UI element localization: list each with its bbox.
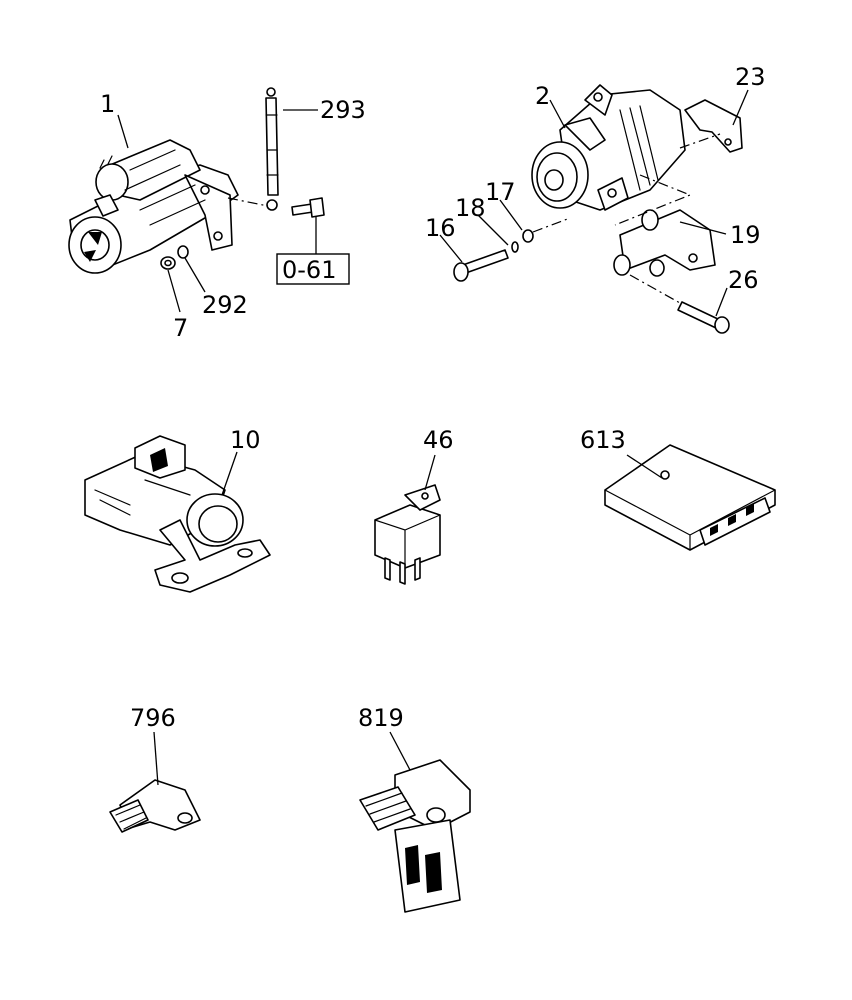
callout-19: 19 — [730, 221, 761, 249]
alternator — [531, 84, 686, 211]
callout-23: 23 — [735, 63, 766, 91]
battery-cable-293 — [265, 87, 279, 211]
spring-washer-18 — [511, 241, 519, 253]
bracket-23 — [684, 99, 743, 153]
callout-1: 1 — [100, 90, 115, 118]
callout-292: 292 — [202, 291, 248, 319]
callout-613: 613 — [580, 426, 626, 454]
callout-16: 16 — [425, 214, 456, 242]
callout-18: 18 — [455, 194, 486, 222]
callout-2: 2 — [535, 82, 550, 110]
starter-motor — [68, 139, 239, 274]
reference-box-0-61 — [276, 253, 350, 285]
callout-293: 293 — [320, 96, 366, 124]
callout-0-61: 0-61 — [282, 256, 336, 284]
bolt-0-61 — [291, 197, 325, 218]
washer-292 — [177, 245, 189, 259]
callout-796: 796 — [130, 704, 176, 732]
nut-7 — [160, 256, 176, 270]
relay-46 — [374, 484, 441, 585]
callout-7: 7 — [173, 314, 188, 342]
callout-17: 17 — [485, 178, 516, 206]
callout-26: 26 — [728, 266, 759, 294]
callout-46: 46 — [423, 426, 454, 454]
callout-819: 819 — [358, 704, 404, 732]
washer-17 — [522, 229, 534, 243]
sensor-819 — [359, 759, 471, 913]
callout-10: 10 — [230, 426, 261, 454]
bracket-19 — [613, 209, 716, 277]
steering-switch-10 — [84, 435, 271, 593]
bolt-26 — [677, 301, 730, 334]
ecu-613 — [604, 444, 776, 551]
bolt-16 — [453, 249, 509, 282]
sensor-796 — [109, 779, 201, 833]
